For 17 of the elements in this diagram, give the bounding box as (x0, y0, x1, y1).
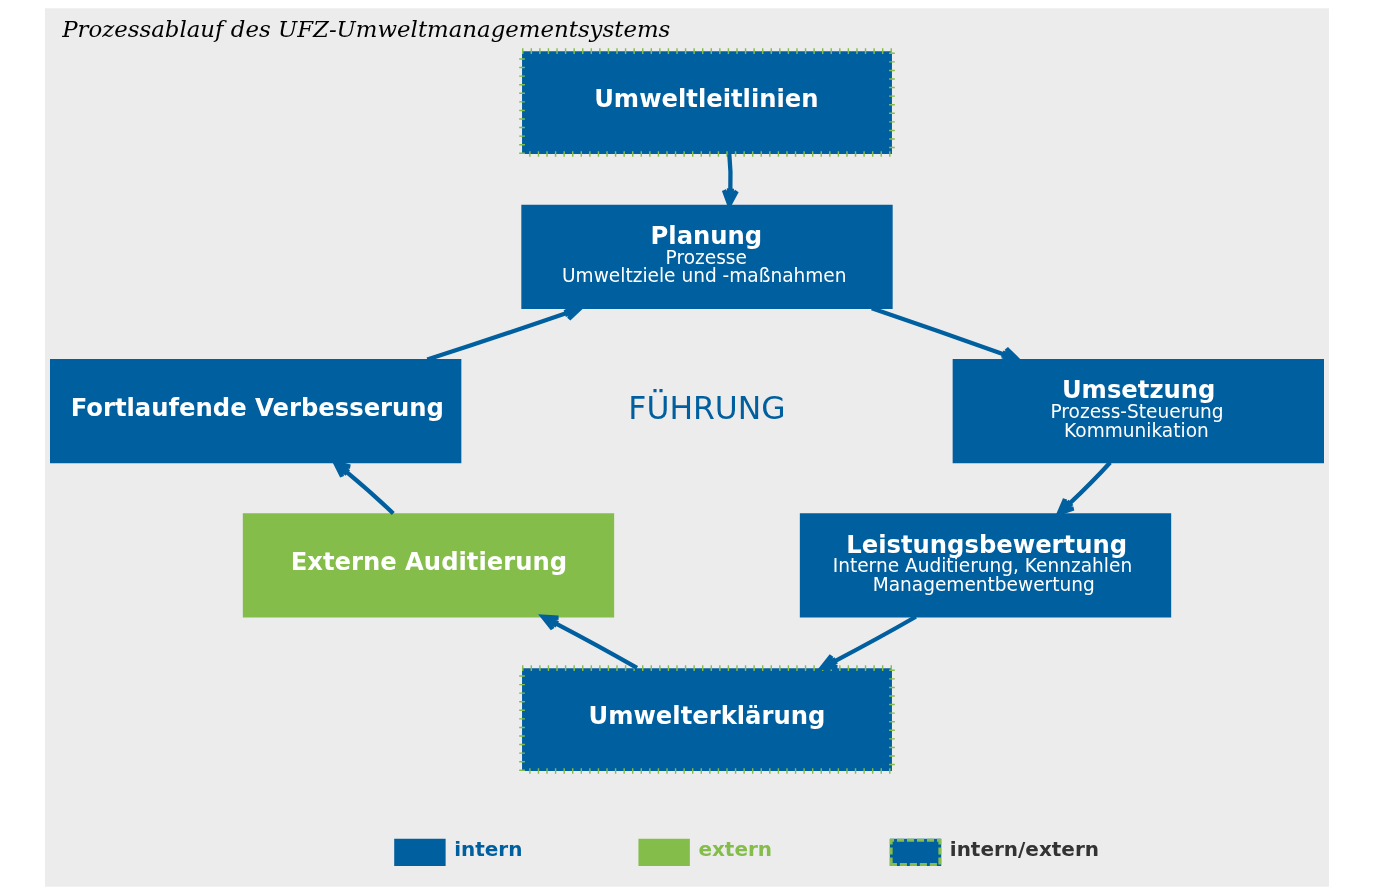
diagram-title: Prozessablauf des UFZ-Umweltmanagementsystems (61, 15, 670, 42)
node-box: Umsetzung Prozess-Steuerung Kommunikation (952, 358, 1324, 464)
legend-label: extern (697, 837, 772, 862)
legend-label: intern/extern (949, 837, 1099, 862)
node-box: Umweltleitlinien (518, 48, 895, 157)
node-box: Fortlaufende Verbesserung (49, 358, 461, 464)
arrow (540, 614, 638, 670)
node-box: Externe Auditierung (242, 513, 614, 618)
node-box: Umwelterklärung (518, 665, 895, 774)
legend-label: intern (453, 837, 522, 862)
node-box: Leistungsbewertung Interne Auditierung, Kennzahlen Managementbewertung (799, 513, 1171, 618)
node-box: Planung Prozesse Umweltziele und -maßnahmen (520, 204, 893, 309)
arrow (819, 614, 917, 671)
arrow (721, 153, 739, 208)
label: FÜHRUNG (627, 390, 786, 427)
arrow (1056, 461, 1112, 516)
arrow (332, 460, 395, 515)
